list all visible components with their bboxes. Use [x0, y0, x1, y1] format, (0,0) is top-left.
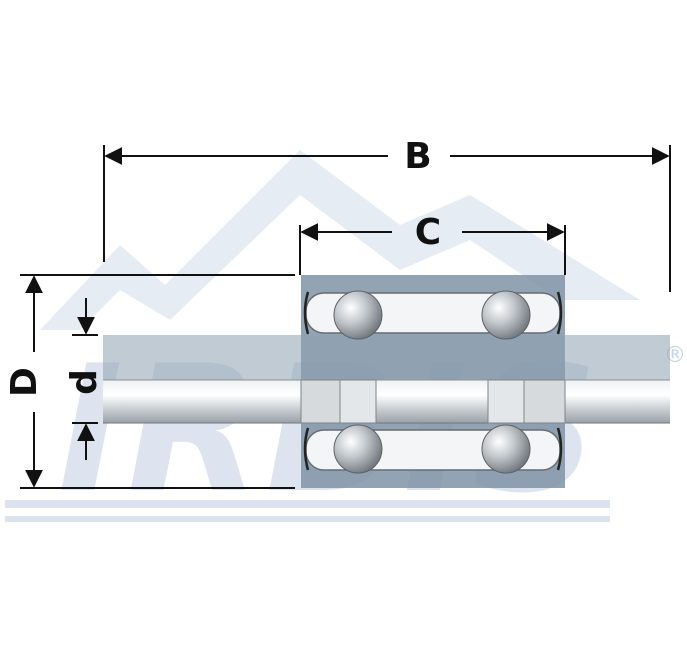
watermark-underline-1 [5, 500, 610, 508]
bearing-balls [333, 290, 531, 474]
dimension-label-B: B [404, 136, 431, 177]
dimension-label-d: d [64, 369, 105, 395]
dimension-label-C: C [415, 212, 441, 253]
inner-races [300, 379, 566, 424]
shaft [103, 335, 670, 424]
watermark-underline-2 [5, 516, 610, 522]
end-seals [303, 291, 563, 471]
watermark-mountain [40, 150, 640, 330]
dimension-lines [20, 145, 671, 489]
dimension-label-D: D [4, 367, 45, 397]
